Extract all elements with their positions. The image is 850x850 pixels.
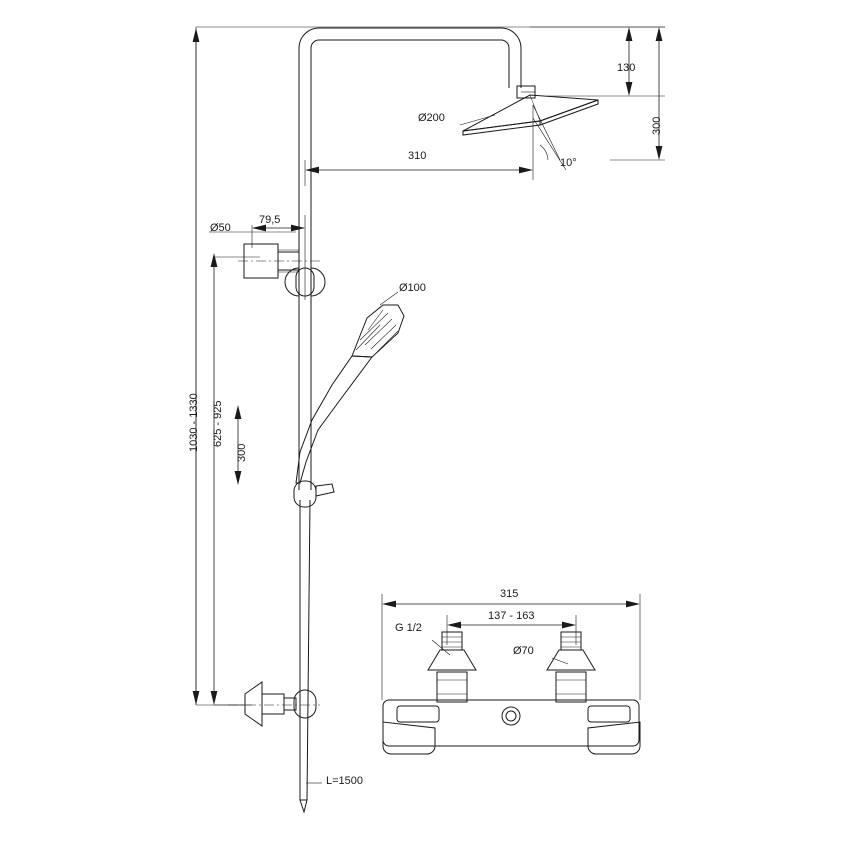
thermostatic-mixer — [382, 631, 641, 755]
riser-pipe — [298, 27, 522, 490]
lower-elbow-outlet — [228, 681, 320, 727]
dimension-lines — [195, 33, 660, 698]
dimension-arrowheads — [192, 27, 663, 705]
dimension-label-slider-range: 625 - 925 — [212, 400, 224, 447]
dimension-label-head-drop: 300 — [651, 116, 663, 135]
dimension-label-hose-length: L=1500 — [326, 775, 364, 787]
dimension-label-head-reach: 310 — [408, 150, 427, 162]
dimension-label-head-angle: 10° — [560, 157, 577, 169]
dimension-label-head-diameter: Ø200 — [418, 112, 445, 124]
dimension-label-mixer-thread: G 1/2 — [395, 622, 422, 634]
dimension-extension-lines — [195, 26, 665, 706]
shower-hose — [299, 499, 311, 814]
riser-clamp — [284, 267, 326, 297]
dimension-label-slider-travel: 300 — [236, 443, 248, 462]
dimension-label-head-height: 130 — [617, 62, 636, 74]
dimension-label-wall-bracket-diameter: Ø50 — [210, 222, 231, 234]
wall-bracket-upper — [238, 243, 320, 279]
dimension-label-rail-range: 1030 - 1330 — [188, 393, 200, 452]
slider-holder — [293, 480, 335, 508]
dimension-label-wall-bracket-reach: 79,5 — [259, 214, 281, 226]
shower-head-connector — [516, 85, 536, 99]
dimension-label-mixer-rosette: Ø70 — [513, 645, 534, 657]
dimension-label-mixer-width: 315 — [500, 588, 519, 600]
dimension-label-hand-shower-diameter: Ø100 — [399, 282, 426, 294]
hand-shower — [295, 304, 405, 484]
dimension-label-mixer-centres: 137 - 163 — [488, 610, 535, 622]
overhead-shower-head — [462, 94, 599, 136]
